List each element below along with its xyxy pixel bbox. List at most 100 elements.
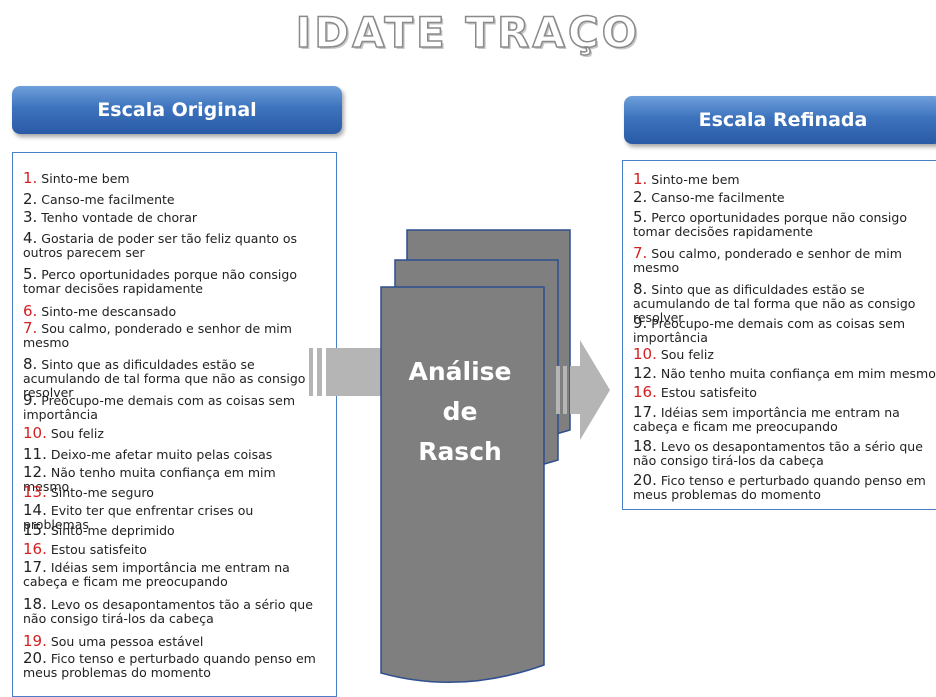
item-text: Perco oportunidades porque não consigo t… [23,267,297,296]
document-stack-icon [380,229,571,683]
original-scale-header: Escala Original [12,86,342,134]
item-number: 10. [633,345,657,363]
list-item: 10. Sou feliz [633,347,936,362]
item-number: 12. [633,364,657,382]
item-number: 14. [23,501,47,519]
right-arrow-icon [556,340,610,440]
item-number: 19. [23,632,47,650]
item-text: Sinto-me deprimido [50,523,175,538]
item-number: 18. [23,595,47,613]
item-number: 13. [23,483,47,501]
rasch-analysis-graphic [309,229,610,683]
list-item: 6. Sinto-me descansado [23,304,323,319]
item-text: Estou satisfeito [50,542,147,557]
center-line-1: Análise [408,357,512,386]
item-number: 18. [633,437,657,455]
list-item: 11. Deixo-me afetar muito pelas coisas [23,447,323,462]
item-text: Perco oportunidades porque não consigo t… [633,210,907,239]
item-text: Estou satisfeito [660,385,757,400]
item-number: 12. [23,463,47,481]
item-text: Sou feliz [50,426,104,441]
item-number: 10. [23,424,47,442]
list-item: 8. Sinto que as dificuldades estão se ac… [23,357,323,400]
item-number: 7. [23,319,38,337]
list-item: 15. Sinto-me deprimido [23,523,323,538]
item-number: 6. [23,302,38,320]
list-item: 18. Levo os desapontamentos tão a sério … [23,597,323,626]
list-item: 20. Fico tenso e perturbado quando penso… [23,651,323,680]
item-number: 17. [633,403,657,421]
list-item: 17. Idéias sem importância me entram na … [23,560,323,589]
list-item: 4. Gostaria de poder ser tão feliz quant… [23,231,323,260]
item-text: Sou uma pessoa estável [50,634,204,649]
list-item: 19. Sou uma pessoa estável [23,634,323,649]
item-number: 16. [23,540,47,558]
item-text: Fico tenso e perturbado quando penso em … [23,651,316,680]
item-number: 3. [23,208,38,226]
center-line-3: Rasch [418,437,502,466]
item-number: 2. [633,188,648,206]
rasch-analysis-label: Análise de Rasch [385,352,535,472]
list-item: 12. Não tenho muita confiança em mim mes… [633,366,936,381]
item-number: 9. [23,391,38,409]
item-text: Sinto-me descansado [41,304,177,319]
item-number: 1. [23,169,38,187]
item-number: 16. [633,383,657,401]
item-text: Sinto-me seguro [50,485,154,500]
list-item: 16. Estou satisfeito [23,542,323,557]
refined-scale-header: Escala Refinada [624,96,936,144]
list-item: 5. Perco oportunidades porque não consig… [633,210,936,239]
page-title: IDATE TRAÇO [295,7,641,58]
list-item: 9. Preocupo-me demais com as coisas sem … [633,316,936,345]
item-text: Tenho vontade de chorar [41,210,198,225]
center-line-2: de [442,397,478,426]
list-item: 14. Evito ter que enfrentar crises ou pr… [23,503,323,532]
item-text: Sinto-me bem [651,172,740,187]
list-item: 20. Fico tenso e perturbado quando penso… [633,473,936,502]
list-item: 1. Sinto-me bem [633,172,936,187]
item-number: 1. [633,170,648,188]
item-text: Deixo-me afetar muito pelas coisas [50,447,273,462]
item-number: 15. [23,521,47,539]
item-text: Idéias sem importância me entram na cabe… [633,405,900,434]
item-number: 20. [23,649,47,667]
item-text: Preocupo-me demais com as coisas sem imp… [633,316,906,345]
item-text: Canso-me facilmente [41,192,175,207]
list-item: 16. Estou satisfeito [633,385,936,400]
item-text: Sou calmo, ponderado e senhor de mim mes… [23,321,292,350]
item-text: Sinto que as dificuldades estão se acumu… [23,357,306,400]
list-item: 9. Preocupo-me demais com as coisas sem … [23,393,323,422]
list-item: 5. Perco oportunidades porque não consig… [23,267,323,296]
item-text: Idéias sem importância me entram na cabe… [23,560,290,589]
item-text: Não tenho muita confiança em mim mesmo [23,465,276,494]
item-text: Gostaria de poder ser tão feliz quanto o… [23,231,298,260]
list-item: 7. Sou calmo, ponderado e senhor de mim … [633,246,936,275]
list-item: 7. Sou calmo, ponderado e senhor de mim … [23,321,323,350]
list-item: 2. Canso-me facilmente [633,190,936,205]
item-text: Sinto-me bem [41,171,130,186]
item-number: 5. [23,265,38,283]
original-items-list: 1. Sinto-me bem 2. Canso-me facilmente 3. … [12,152,337,697]
item-text: Evito ter que enfrentar crises ou proble… [23,503,254,532]
item-text: Canso-me facilmente [651,190,785,205]
list-item: 2. Canso-me facilmente [23,192,323,207]
item-number: 5. [633,208,648,226]
list-item: 1. Sinto-me bem [23,171,323,186]
item-text: Sinto que as dificuldades estão se acumu… [633,282,916,325]
item-text: Sou calmo, ponderado e senhor de mim mes… [633,246,902,275]
item-number: 20. [633,471,657,489]
item-number: 17. [23,558,47,576]
item-text: Preocupo-me demais com as coisas sem imp… [23,393,296,422]
item-text: Não tenho muita confiança em mim mesmo [660,366,936,381]
item-number: 9. [633,314,648,332]
list-item: 8. Sinto que as dificuldades estão se ac… [633,282,936,325]
item-number: 8. [23,355,38,373]
item-number: 11. [23,445,47,463]
list-item: 13. Sinto-me seguro [23,485,323,500]
item-text: Sou feliz [660,347,714,362]
list-item: 17. Idéias sem importância me entram na … [633,405,936,434]
list-item: 12. Não tenho muita confiança em mim mes… [23,465,323,494]
list-item: 3. Tenho vontade de chorar [23,210,323,225]
item-number: 7. [633,244,648,262]
